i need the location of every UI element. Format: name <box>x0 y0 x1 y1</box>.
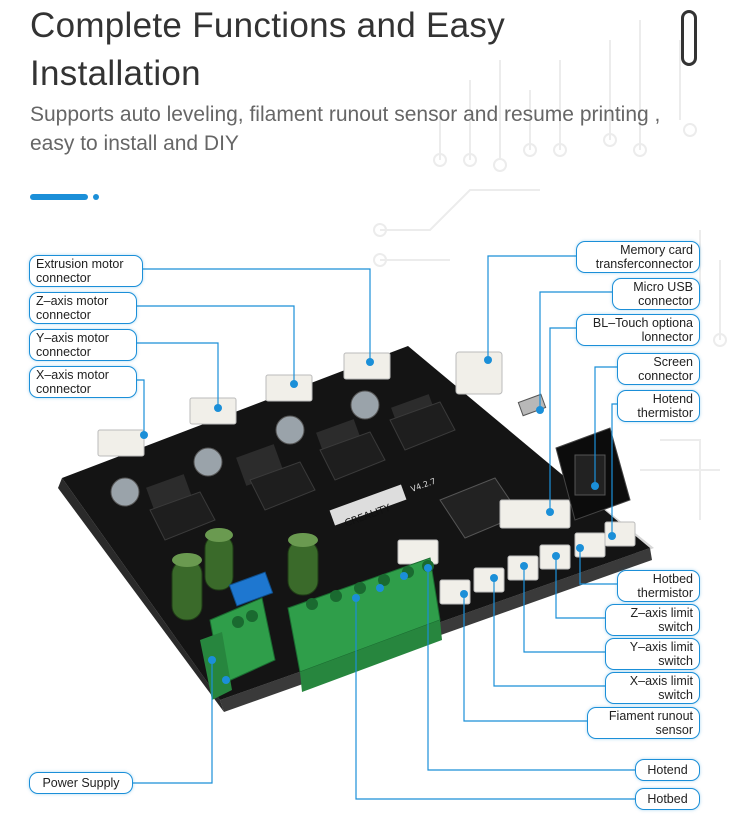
label-y-axis-limit: Y–axis limit switch <box>605 638 700 670</box>
label-extrusion-motor: Extrusion motor connector <box>29 255 143 287</box>
label-bl-touch: BL–Touch optiona lonnector <box>576 314 700 346</box>
label-filament-runout: Fiament runout sensor <box>587 707 700 739</box>
label-x-axis-motor: X–axis motor connector <box>29 366 137 398</box>
label-power-supply: Power Supply <box>29 772 133 794</box>
label-hotbed-thermistor: Hotbed thermistor <box>617 570 700 602</box>
page-subtitle: Supports auto leveling, filament runout … <box>30 103 661 155</box>
accent-dot <box>93 194 99 200</box>
page-title: Complete Functions and Easy Installation <box>30 6 506 93</box>
label-hotbed: Hotbed <box>635 788 700 810</box>
label-hotend-thermistor: Hotend thermistor <box>617 390 700 422</box>
label-z-axis-motor: Z–axis motor connector <box>29 292 137 324</box>
label-y-axis-motor: Y–axis motor connector <box>29 329 137 361</box>
label-memory-card: Memory card transferconnector <box>576 241 700 273</box>
label-x-axis-limit: X–axis limit switch <box>605 672 700 704</box>
label-micro-usb: Micro USB connector <box>612 278 700 310</box>
accent-line <box>30 194 88 200</box>
label-screen: Screen connector <box>617 353 700 385</box>
decorative-pill-outline <box>681 10 697 66</box>
label-hotend: Hotend <box>635 759 700 781</box>
circuit-board <box>62 346 650 700</box>
label-z-axis-limit: Z–axis limit switch <box>605 604 700 636</box>
